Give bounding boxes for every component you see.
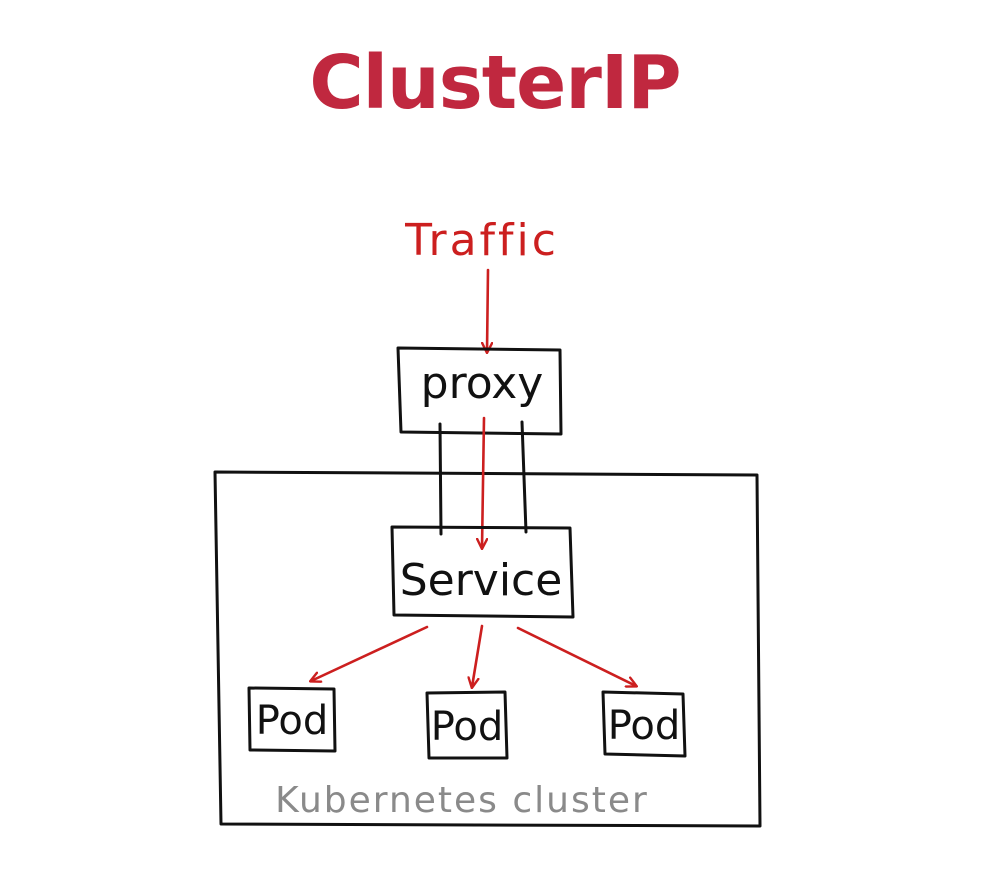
pod-box-left [247,686,337,753]
proxy-box [396,346,563,436]
pod-label-right: Pod [608,703,681,749]
pod-box-right [601,690,687,758]
diagram-title: ClusterIP [309,40,681,126]
traffic-label: Traffic [404,215,559,266]
kubernetes-cluster-box [213,470,762,828]
service-pod-arrow-middle [472,624,484,687]
proxy-service-line-left [438,422,443,536]
proxy-label: proxy [421,358,544,409]
pod-label-middle: Pod [431,704,504,750]
traffic-arrow [487,268,488,352]
service-label: Service [400,555,563,606]
pod-label-left: Pod [256,698,329,744]
service-pod-arrow-left [311,625,429,681]
proxy-service-line-right [520,420,528,534]
pod-box-middle [425,690,509,760]
kubernetes-cluster-label: Kubernetes cluster [275,780,649,821]
service-pod-arrow-right [516,626,636,686]
service-box [390,525,575,619]
